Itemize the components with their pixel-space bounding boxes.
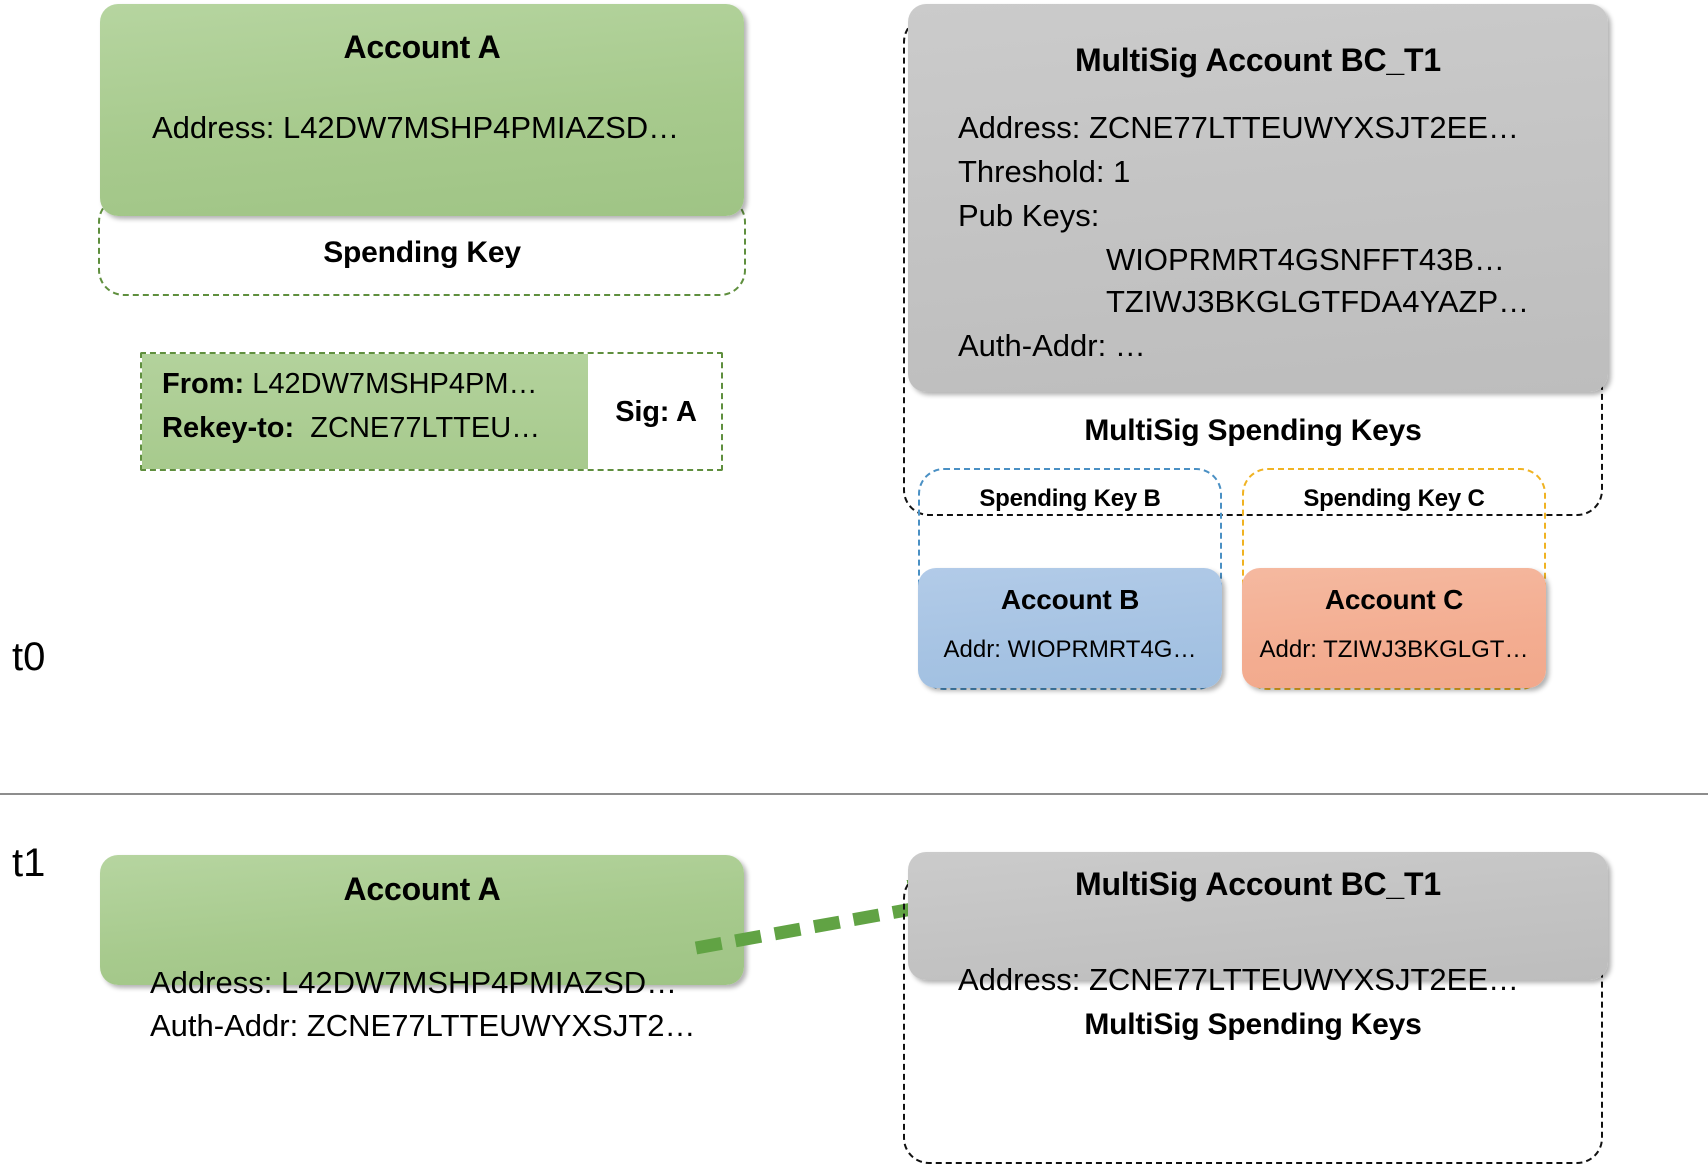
multisig-address-t1: Address: ZCNE77LTTEUWYXSJT2EE… bbox=[958, 962, 1520, 997]
timeline-divider bbox=[0, 793, 1708, 795]
timeline-label-t1: t1 bbox=[12, 841, 46, 885]
rekey-from-label: From: bbox=[162, 368, 245, 400]
account-a-spending-key-label-t0: Spending Key bbox=[323, 236, 521, 269]
multisig-threshold-t0: Threshold: 1 bbox=[958, 154, 1131, 189]
account-a-title-t1: Account A bbox=[343, 871, 501, 907]
account-b-card-t0: Account B Addr: WIOPRMRT4G… bbox=[918, 568, 1222, 688]
rekey-to-value: ZCNE77LTTEU… bbox=[310, 412, 541, 444]
account-a-card-t0: Account A Address: L42DW7MSHP4PMIAZSD… bbox=[100, 4, 744, 216]
rekey-from-value: L42DW7MSHP4PM… bbox=[252, 368, 538, 400]
multisig-title-t0: MultiSig Account BC_T1 bbox=[1075, 42, 1441, 78]
account-a-address-t0: Address: L42DW7MSHP4PMIAZSD… bbox=[152, 110, 680, 145]
rekey-from-row: From: L42DW7MSHP4PM… bbox=[162, 368, 537, 401]
rekey-arrow-t1 bbox=[688, 877, 978, 970]
multisig-spending-keys-label-t1: MultiSig Spending Keys bbox=[1084, 1008, 1422, 1041]
account-a-title-t0: Account A bbox=[343, 29, 501, 65]
rekey-arrow-icon bbox=[694, 877, 976, 955]
account-a-auth-addr-t1: Auth-Addr: ZCNE77LTTEUWYXSJT2… bbox=[150, 1008, 696, 1043]
account-b-address-t0: Addr: WIOPRMRT4G… bbox=[943, 636, 1197, 663]
account-c-address-t0: Addr: TZIWJ3BKGLGT… bbox=[1259, 636, 1529, 663]
multisig-spending-keys-label-t0: MultiSig Spending Keys bbox=[1084, 414, 1422, 447]
multisig-pubkey-2-t0: TZIWJ3BKGLGTFDA4YAZP… bbox=[1106, 284, 1530, 319]
rekey-transaction-body-t0: From: L42DW7MSHP4PM… Rekey-to: ZCNE77LTT… bbox=[142, 354, 588, 469]
rekey-to-row: Rekey-to: ZCNE77LTTEU… bbox=[162, 412, 540, 445]
spending-key-c-label-t0: Spending Key C bbox=[1303, 485, 1485, 512]
account-c-card-t0: Account C Addr: TZIWJ3BKGLGT… bbox=[1242, 568, 1546, 688]
multisig-auth-addr-t0: Auth-Addr: … bbox=[958, 328, 1146, 363]
rekey-to-label: Rekey-to: bbox=[162, 412, 295, 444]
multisig-pubkey-1-t0: WIOPRMRT4GSNFFT43B… bbox=[1106, 242, 1506, 277]
account-a-address-t1: Address: L42DW7MSHP4PMIAZSD… bbox=[150, 965, 678, 1000]
spending-key-b-label-t0: Spending Key B bbox=[979, 485, 1161, 512]
rekey-transaction-frame-t0 bbox=[140, 352, 723, 471]
account-a-card-t1: Account A Address: L42DW7MSHP4PMIAZSD… A… bbox=[100, 855, 744, 1043]
account-b-title-t0: Account B bbox=[1000, 584, 1140, 615]
account-c-title-t0: Account C bbox=[1324, 584, 1464, 615]
multisig-pubkeys-label-t0: Pub Keys: bbox=[958, 198, 1100, 233]
multisig-address-t0: Address: ZCNE77LTTEUWYXSJT2EE… bbox=[958, 110, 1520, 145]
rekey-signature-label-t0: Sig: A bbox=[615, 396, 697, 428]
timeline-label-t0: t0 bbox=[12, 635, 46, 679]
multisig-card-t0: MultiSig Account BC_T1 Address: ZCNE77LT… bbox=[908, 4, 1608, 392]
multisig-card-t1: MultiSig Account BC_T1 Address: ZCNE77LT… bbox=[908, 852, 1608, 997]
multisig-title-t1: MultiSig Account BC_T1 bbox=[1075, 866, 1441, 902]
